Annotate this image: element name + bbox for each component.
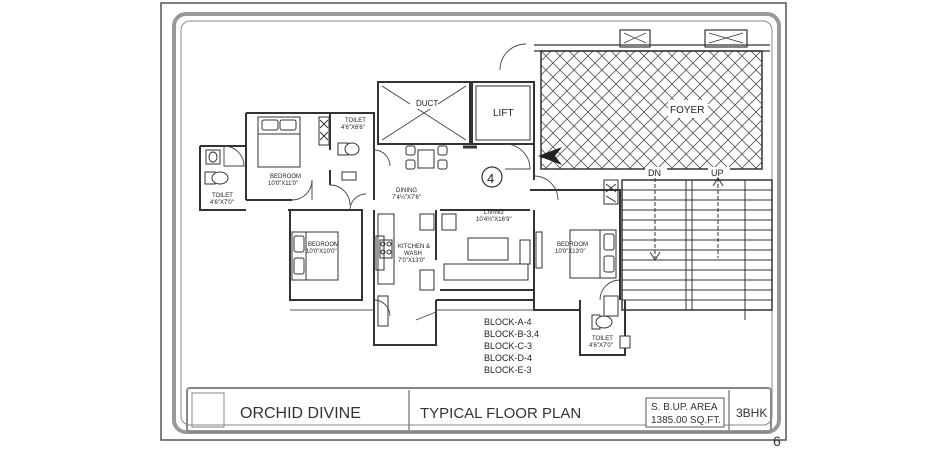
unit-number-circle <box>481 166 503 188</box>
bedroom-right-name: BEDROOM <box>557 242 588 248</box>
living-name: LIVING <box>484 210 504 216</box>
dining-size: 7'4½"X7'6" <box>392 194 421 201</box>
kitchen-size: 7'0"X13'0" <box>398 258 425 264</box>
parapets <box>619 29 748 48</box>
bedroom-right-size: 10'0"X13'0" <box>555 249 586 255</box>
unit-number: 4 <box>487 171 494 186</box>
bed-mid <box>291 231 339 281</box>
dining-table <box>405 145 448 170</box>
kitchen-name2: WASH <box>404 251 422 257</box>
dining-name: DINING <box>396 188 417 194</box>
stair-down-label: DN <box>648 168 661 178</box>
bedroom-main-size: 10'0"X11'0" <box>268 181 298 187</box>
staircase <box>621 177 773 320</box>
block-list: BLOCK-A-4 BLOCK-B-3,4 BLOCK-C-3 BLOCK-D-… <box>484 317 539 375</box>
stair-up-label: UP <box>711 168 724 178</box>
duct-shaft <box>377 81 471 145</box>
bed-main <box>257 116 301 168</box>
block-item: BLOCK-C-3 <box>484 341 532 351</box>
foyer-area <box>534 44 770 170</box>
bed-right <box>569 229 617 279</box>
living-furniture <box>441 213 531 281</box>
toilet-right-size: 4'6"X7'0" <box>589 343 613 349</box>
toilet-left-name: TOILET <box>212 193 233 199</box>
block-item: BLOCK-D-4 <box>484 353 532 363</box>
toilet-top-size: 4'6"X6'6" <box>341 125 365 131</box>
lift-label: LIFT <box>493 108 514 119</box>
unit-type: 3BHK <box>736 406 767 420</box>
toilet-top-name: TOILET <box>345 118 366 124</box>
toilet-left-size: 4'6"X7'0" <box>210 200 234 206</box>
outer-frame <box>160 2 787 441</box>
block-item: BLOCK-B-3,4 <box>484 329 539 339</box>
area-value: 1385.00 SQ.FT. <box>651 415 721 426</box>
project-name: ORCHID DIVINE <box>240 405 361 422</box>
bedroom-main-name: BEDROOM <box>270 174 301 180</box>
block-item: BLOCK-A-4 <box>484 317 532 327</box>
entry-arrow <box>538 147 562 165</box>
page-number: 6 <box>773 433 781 449</box>
door-swings <box>223 43 621 321</box>
drawing-title: TYPICAL FLOOR PLAN <box>420 405 581 422</box>
bedroom-mid-size: 10'0"X10'0" <box>306 249 337 255</box>
duct-label: DUCT <box>416 99 438 108</box>
block-item: BLOCK-E-3 <box>484 365 532 375</box>
kitchen-name: KITCHEN & <box>398 244 430 250</box>
title-block <box>186 387 772 433</box>
toilet-right-name: TOILET <box>592 336 613 342</box>
bedroom-mid-name: BEDROOM <box>308 242 339 248</box>
wardrobe-right <box>535 231 543 269</box>
foyer-label: FOYER <box>670 105 704 116</box>
shower-racks <box>318 116 619 327</box>
area-label: S. B.UP. AREA <box>651 402 718 413</box>
kitchen-counter <box>377 213 435 291</box>
living-size: 10'4½"X16'9" <box>476 216 512 223</box>
room-labels: TOILET 4'6"X6'6" BEDROOM 10'0"X11'0" TOI… <box>210 118 613 349</box>
toilet-fixtures <box>204 142 631 349</box>
walls <box>199 112 626 356</box>
